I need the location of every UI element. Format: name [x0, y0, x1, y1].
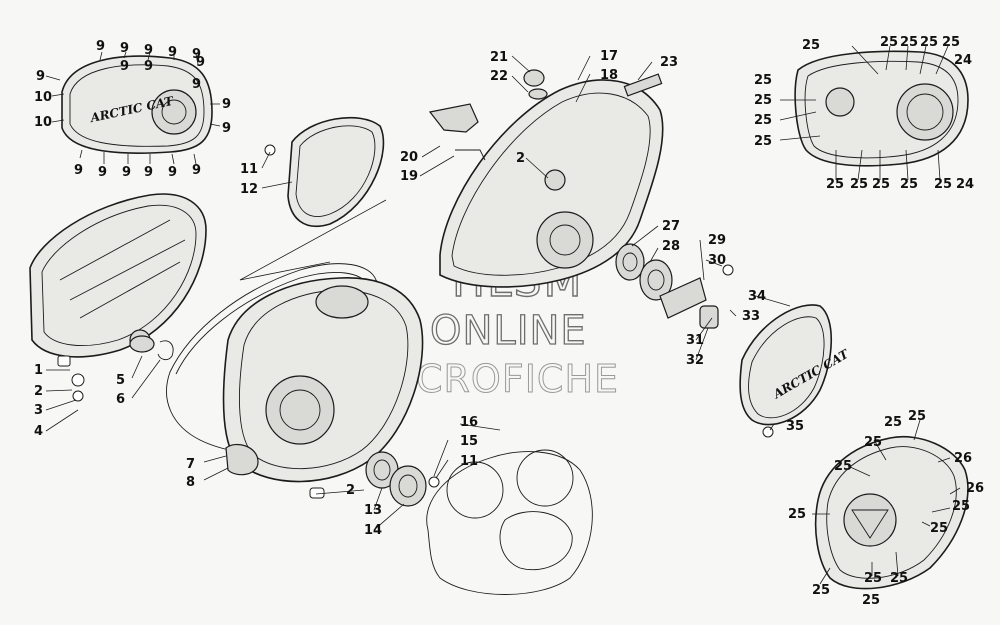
callout: 3 [34, 403, 43, 418]
cover-gasket-12 [239, 116, 387, 281]
callout: 9 [120, 59, 129, 74]
callout: 9 [192, 163, 201, 178]
callout: 25 [812, 583, 830, 598]
callout: 9 [168, 45, 177, 60]
callout: 9 [36, 69, 45, 84]
callout: 9 [144, 43, 153, 58]
callout: 2 [516, 151, 525, 166]
callout: 25 [864, 435, 882, 450]
callout: 19 [400, 169, 418, 184]
callout: 9 [144, 59, 153, 74]
callout: 25 [862, 593, 880, 608]
callout: 25 [802, 38, 820, 53]
callout: 25 [890, 571, 908, 586]
callout: 25 [930, 521, 948, 536]
callout: 25 [880, 35, 898, 50]
callout: 32 [686, 353, 704, 368]
callout: 2 [34, 384, 43, 399]
callout: 30 [708, 253, 726, 268]
clutch-cover-inner [29, 193, 207, 361]
callout: 27 [662, 219, 680, 234]
callout: 25 [864, 571, 882, 586]
callout: 20 [400, 150, 418, 165]
callout: 23 [660, 55, 678, 70]
callout: 25 [754, 93, 772, 108]
watermark-line-2: ONLINE [430, 308, 587, 354]
callout: 26 [966, 481, 984, 496]
callout: 25 [900, 177, 918, 192]
fasteners [57, 144, 774, 499]
callout: 9 [192, 47, 201, 62]
housing-top-right [794, 50, 969, 167]
callout: 25 [834, 459, 852, 474]
callout: 25 [754, 134, 772, 149]
callout: 9 [192, 77, 201, 92]
callout: 25 [884, 415, 902, 430]
callout: 9 [96, 39, 105, 54]
callout-labels: 9 9 9 9 9 9 9 9 9 9 9 9 9 9 9 9 10 10 9 … [34, 35, 984, 608]
callout: 29 [708, 233, 726, 248]
callout: 25 [826, 177, 844, 192]
callout: 35 [786, 419, 804, 434]
crankcase-cover-8 [222, 277, 424, 483]
callout: 33 [742, 309, 760, 324]
callout: 25 [942, 35, 960, 50]
clutch-cover-outer: ARCTIC CAT [61, 55, 213, 154]
callout: 11 [240, 162, 258, 177]
callout: 9 [120, 41, 129, 56]
callout: 25 [900, 35, 918, 50]
callout: 10 [34, 90, 52, 105]
callout: 1 [34, 363, 43, 378]
callout: 16 [460, 415, 478, 430]
callout: 2 [346, 483, 355, 498]
callout: 25 [872, 177, 890, 192]
callout: 25 [850, 177, 868, 192]
callout: 8 [186, 475, 195, 490]
callout: 9 [122, 165, 131, 180]
callout: 9 [222, 121, 231, 136]
callout: 24 [954, 53, 972, 68]
callout: 4 [34, 424, 43, 439]
callout: 14 [364, 523, 382, 538]
leader-lines [45, 45, 961, 585]
callout: 25 [754, 73, 772, 88]
callout: 13 [364, 503, 382, 518]
callout: 34 [748, 289, 766, 304]
callout: 24 [956, 177, 974, 192]
callout: 25 [934, 177, 952, 192]
callout: 9 [196, 55, 205, 70]
callout: 6 [116, 392, 125, 407]
bearings-27-28 [615, 243, 719, 329]
callout: 25 [920, 35, 938, 50]
seal-and-bearing [365, 451, 427, 507]
callout: 25 [908, 409, 926, 424]
callout: 9 [74, 163, 83, 178]
callout: 25 [952, 499, 970, 514]
callout: 11 [460, 454, 478, 469]
callout: 25 [754, 113, 772, 128]
callout: 28 [662, 239, 680, 254]
callout: 5 [116, 373, 125, 388]
cover-bottom-right [814, 436, 969, 590]
callout: 25 [788, 507, 806, 522]
gasket-16 [426, 449, 593, 595]
callout: 21 [490, 50, 508, 65]
callout: 9 [168, 165, 177, 180]
callout: 26 [954, 451, 972, 466]
callout: 10 [34, 115, 52, 130]
callout: 9 [222, 97, 231, 112]
callout: 9 [98, 165, 107, 180]
crankcase-half [439, 73, 664, 288]
callout: 15 [460, 434, 478, 449]
callout: 9 [144, 165, 153, 180]
callout: 31 [686, 333, 704, 348]
callout: 17 [600, 49, 618, 64]
callout: 18 [600, 68, 618, 83]
callout: 12 [240, 182, 258, 197]
callout: 7 [186, 457, 195, 472]
callout: 22 [490, 69, 508, 84]
bracket-and-plug [428, 69, 548, 161]
